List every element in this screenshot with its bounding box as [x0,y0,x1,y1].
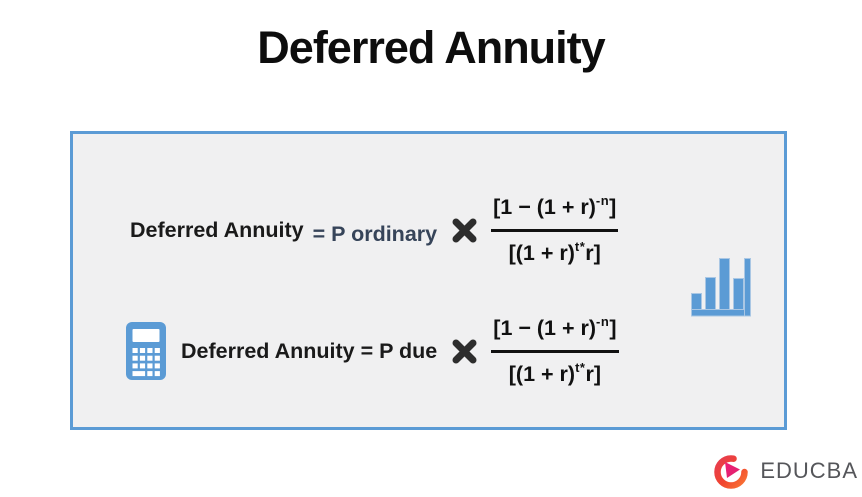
bar-chart-icon [690,256,752,324]
educba-logo: EDUCBA [712,450,858,492]
formula-due-row: Deferred Annuity = P due [1 − (1 + r)-n]… [125,308,619,394]
fraction-numerator: [1 − (1 + r)-n] [493,193,617,220]
multiply-icon [451,338,478,365]
educba-logo-icon [712,450,752,492]
calculator-icon [125,321,167,381]
educba-logo-text: EDUCBA [760,458,858,483]
formula-panel: Deferred Annuity = P ordinary [1 − (1 + … [70,131,787,430]
page-title: Deferred Annuity [257,22,605,73]
fraction-due: [1 − (1 + r)-n] [(1 + r)t*r] [491,314,619,386]
fraction-numerator: [1 − (1 + r)-n] [493,314,617,341]
formula-ordinary-row: Deferred Annuity = P ordinary [1 − (1 + … [130,190,619,270]
fraction-denominator: [(1 + r)t*r] [508,359,601,386]
formula-due-lhs: Deferred Annuity = P due [181,338,438,363]
formula-ordinary-lhs: Deferred Annuity [130,217,304,242]
fraction-line [491,349,619,353]
fraction-denominator: [(1 + r)t*r] [508,238,601,265]
formula-ordinary-rhs-label: = P ordinary [312,221,438,246]
multiply-icon [451,217,478,244]
fraction-ordinary: [1 − (1 + r)-n] [(1 + r)t*r] [491,193,619,265]
fraction-line [491,228,619,232]
